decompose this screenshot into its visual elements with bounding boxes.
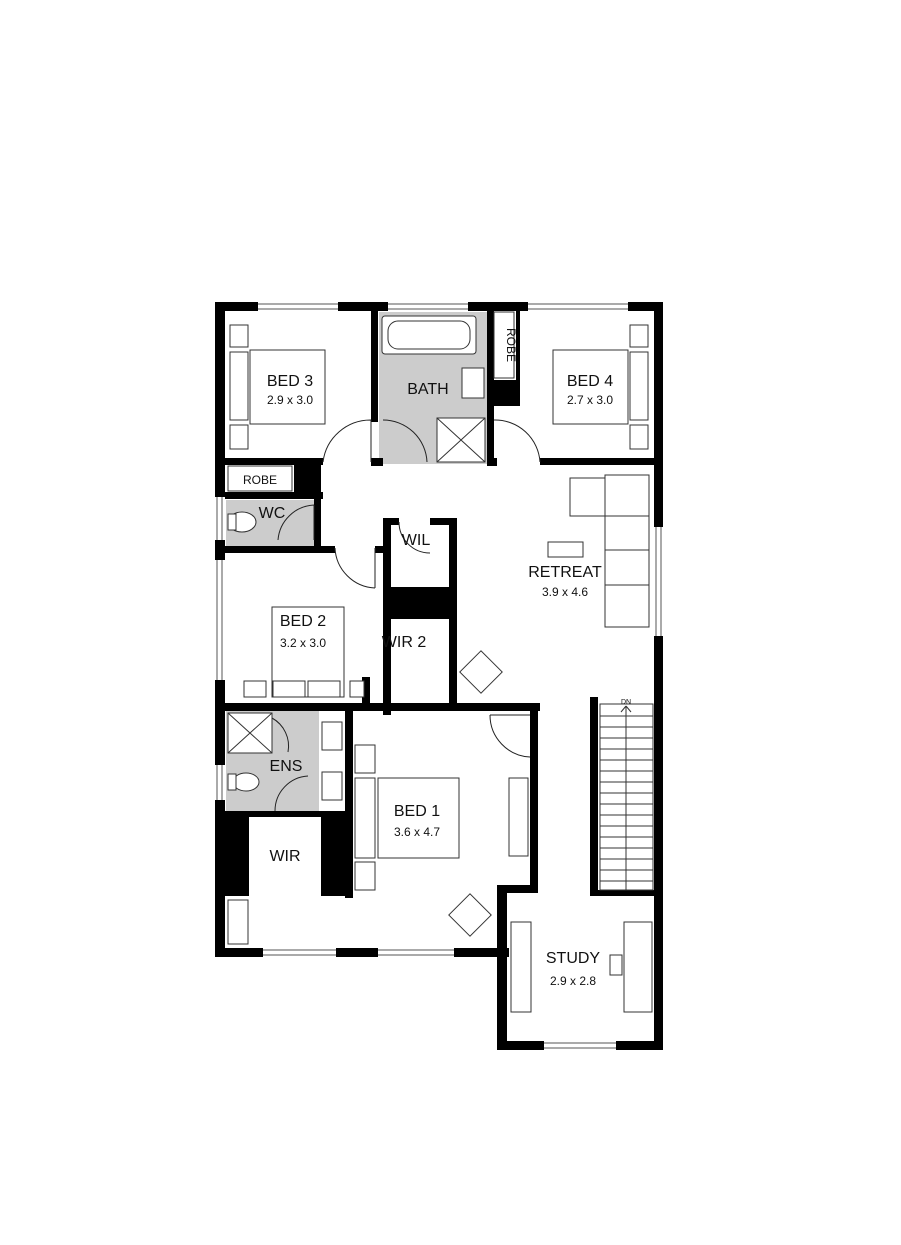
wall-robe4-base <box>494 380 520 406</box>
wall-bath-bottom <box>371 458 383 466</box>
wall-bath-bottom2 <box>487 458 497 466</box>
wall-left-mid <box>215 680 225 765</box>
walls <box>215 302 663 1050</box>
wall-wil-block <box>387 587 457 619</box>
wall-ens-right <box>345 711 353 898</box>
wall-right-lower <box>654 636 663 1050</box>
wall-left-upper <box>215 302 225 497</box>
door-ens <box>274 775 309 812</box>
wall-bed2-bottom <box>225 703 350 711</box>
wall-left-wc <box>215 540 225 560</box>
wall-ens-bottom <box>225 811 350 817</box>
bed2-dims: 3.2 x 3.0 <box>280 636 326 650</box>
wall-bottom-right <box>454 948 509 957</box>
wall-stair-bottom <box>590 890 655 896</box>
ens-toilet <box>232 772 260 792</box>
door-bath <box>382 419 428 463</box>
wall-robe3-bottom <box>225 492 323 499</box>
wall-bed1-right <box>530 703 538 892</box>
bed1-name: BED 1 <box>394 803 440 820</box>
wall-study-left <box>497 892 507 1050</box>
retreat-dims: 3.9 x 4.6 <box>542 585 588 599</box>
bed2-name: BED 2 <box>280 613 326 630</box>
bed4-bed <box>552 349 629 425</box>
study-desk-left <box>510 921 532 1013</box>
study-name: STUDY <box>546 950 601 967</box>
wall-top-mid1 <box>338 302 388 311</box>
ens-vanity-1 <box>321 721 343 751</box>
wall-left-lower <box>215 800 225 957</box>
bed1-dims: 3.6 x 4.7 <box>394 825 440 839</box>
bed3-bed <box>249 349 326 425</box>
robe-bed3-rail <box>227 465 293 492</box>
wir-shelf-left <box>227 899 249 945</box>
wall-bed2-bottom-r <box>362 677 370 711</box>
bed1-bed <box>377 777 460 859</box>
stairs-direction-label: DN <box>621 699 631 706</box>
wall-wir-bottom-r <box>321 889 351 896</box>
wall-bath-bed4 <box>487 310 494 465</box>
bed3-dims: 2.9 x 3.0 <box>267 393 313 407</box>
windows <box>216 303 662 1049</box>
fixtures <box>227 311 653 1013</box>
study-desk-right <box>623 921 653 1013</box>
wall-right-upper <box>654 302 663 527</box>
bed4-dims: 2.7 x 3.0 <box>567 393 613 407</box>
ens-vanity-2 <box>321 771 343 801</box>
wall-wil-top <box>383 518 399 525</box>
bath-name: BATH <box>407 381 448 398</box>
robe-bed4-rail <box>493 311 515 379</box>
robe-bed4-name: ROBE <box>504 328 518 362</box>
wir-name: WIR <box>269 848 300 865</box>
door-bed4 <box>493 419 541 463</box>
door-bed2 <box>334 547 376 589</box>
wall-top-left <box>215 302 258 311</box>
bed3-name: BED 3 <box>267 373 313 390</box>
wc-name: WC <box>259 505 286 522</box>
stairs <box>599 703 654 891</box>
room-labels: BED 3 2.9 x 3.0 BATH ROBE BED 4 2.7 x 3.… <box>243 328 631 988</box>
wall-bed1-study <box>497 885 538 893</box>
wall-bed3-bath <box>371 310 378 422</box>
door-wc <box>277 504 315 541</box>
wall-study-bottom-l <box>497 1041 544 1050</box>
wall-wir-bottom-l <box>225 889 249 896</box>
wall-stair-left <box>590 697 598 895</box>
door-bed1 <box>489 714 531 758</box>
wir2-name: WIR 2 <box>382 634 427 651</box>
bed4-name: BED 4 <box>567 373 613 390</box>
wall-top-right <box>628 302 663 311</box>
study-dims: 2.9 x 2.8 <box>550 974 596 988</box>
wall-wil-top-r <box>430 518 457 525</box>
wall-bed2-top-r <box>375 546 383 553</box>
door-bed3 <box>322 419 372 463</box>
wall-wc-bottom <box>225 546 335 553</box>
retreat-table <box>547 541 584 558</box>
wil-name: WIL <box>402 532 431 549</box>
bath-vanity <box>461 367 485 399</box>
wall-study-bottom-r <box>616 1041 663 1050</box>
robe-bed3-name: ROBE <box>243 473 277 487</box>
doors <box>271 419 541 812</box>
door-ens-shower <box>271 717 290 753</box>
wall-bottom-left <box>215 948 263 957</box>
wall-wir-left <box>225 817 249 891</box>
wall-bed3-bottom <box>225 458 323 465</box>
door-wil <box>398 521 431 554</box>
retreat-sofa <box>604 474 650 628</box>
wall-wc-right <box>314 498 321 546</box>
wall-wir2-bottom <box>350 703 540 711</box>
wall-wir-right <box>321 817 345 891</box>
wall-bottom-mid <box>336 948 378 957</box>
bed1-chair <box>448 893 492 937</box>
wall-bed4-bottom <box>540 458 655 465</box>
ens-name: ENS <box>270 758 303 775</box>
retreat-name: RETREAT <box>528 564 602 581</box>
wall-top-mid2 <box>468 302 528 311</box>
wall-robe4-right <box>516 310 520 392</box>
retreat-chair <box>459 650 503 694</box>
